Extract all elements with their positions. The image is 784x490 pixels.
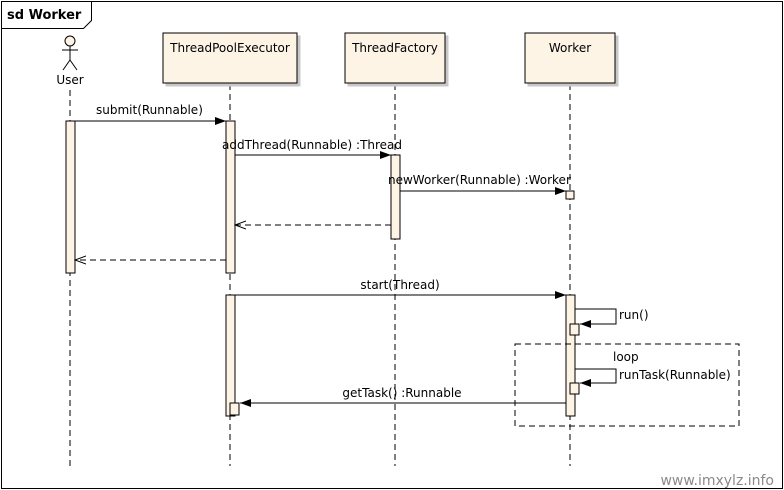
activation-user bbox=[65, 120, 76, 274]
loop-fragment bbox=[514, 343, 740, 427]
activation-worker bbox=[565, 294, 576, 417]
message-run-arrow bbox=[575, 308, 617, 328]
message-submit-label: submit(Runnable) bbox=[96, 103, 203, 117]
activation-factory bbox=[390, 154, 401, 240]
frame-title-tab bbox=[1, 1, 92, 29]
activation-executor-2 bbox=[225, 294, 236, 417]
message-gettask-label: getTask() :Runnable bbox=[342, 386, 461, 400]
message-run-label: run() bbox=[619, 308, 649, 322]
lifeline-header-worker: Worker bbox=[524, 32, 616, 84]
message-runtask-arrow bbox=[575, 368, 617, 387]
frame-title: sd Worker bbox=[7, 8, 82, 23]
lifeline-header-factory: ThreadFactory bbox=[344, 32, 446, 84]
lifeline-header-executor: ThreadPoolExecutor bbox=[162, 32, 298, 84]
activation-worker-run bbox=[569, 323, 580, 336]
lifeline-label-user: User bbox=[56, 73, 83, 87]
activation-worker-runtask bbox=[569, 382, 580, 395]
message-addthread-label: addThread(Runnable) :Thread bbox=[222, 138, 402, 152]
lifeline-label-executor: ThreadPoolExecutor bbox=[169, 41, 290, 55]
user-actor-icon bbox=[62, 35, 78, 71]
message-runtask-label: runTask(Runnable) bbox=[619, 368, 731, 382]
activation-executor-1 bbox=[225, 120, 236, 274]
watermark: www.imxylz.info bbox=[660, 473, 774, 489]
lifeline-label-worker: Worker bbox=[549, 41, 591, 55]
activation-executor-gettask bbox=[229, 402, 240, 416]
loop-fragment-label: loop bbox=[613, 350, 639, 364]
lifeline-label-factory: ThreadFactory bbox=[351, 41, 438, 55]
message-start-label: start(Thread) bbox=[360, 278, 439, 292]
activation-worker-create bbox=[565, 190, 575, 200]
message-newworker-label: newWorker(Runnable) :Worker bbox=[388, 173, 571, 187]
